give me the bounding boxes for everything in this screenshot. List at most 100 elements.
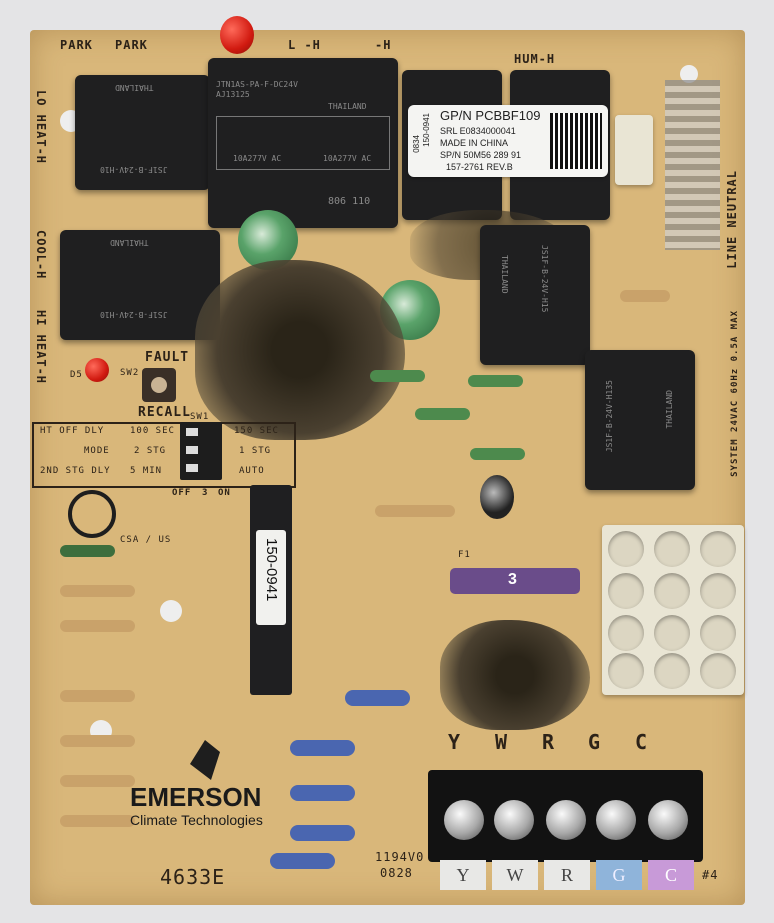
- terminal-tab-y: Y: [440, 860, 486, 890]
- fuse-ref: F1: [458, 550, 471, 560]
- connector-pin: [700, 531, 736, 567]
- burn-mark: [440, 620, 590, 730]
- emerson-logo-icon: [190, 740, 220, 780]
- relay-ignitor: JS1F-B-24V-H135 THAILAND: [585, 350, 695, 490]
- flammability-rating: 1194V0: [375, 850, 425, 864]
- connector-pin: [608, 531, 644, 567]
- dip-switch[interactable]: [180, 422, 222, 480]
- fault-led-ref: D5: [70, 370, 83, 380]
- resistor: [270, 853, 335, 869]
- relay-lo-heat: THAILAND JS1F-B-24V-H10: [75, 75, 210, 190]
- brand-division: Climate Technologies: [130, 812, 263, 828]
- terminal-silk-y: Y: [448, 730, 462, 754]
- connector-pin: [654, 531, 690, 567]
- dip-on-label: ON: [218, 488, 231, 498]
- screw-ref: #4: [702, 868, 719, 882]
- dip-toggle-2[interactable]: [186, 446, 198, 454]
- terminal-tab-r: R: [544, 860, 590, 890]
- fuse: 3: [450, 568, 580, 594]
- resistor: [345, 690, 410, 706]
- burn-mark: [195, 260, 405, 440]
- terminal-tab-w: W: [492, 860, 538, 890]
- terminal-screw-w[interactable]: [494, 800, 534, 840]
- recall-label: RECALL: [138, 405, 191, 420]
- dip-off-label: OFF: [172, 488, 192, 498]
- heat-sink: [665, 80, 720, 250]
- main-harness-connector: [602, 525, 744, 695]
- relay-cool: THAILAND JS1F-B-24V-H10: [60, 230, 220, 340]
- relay-inducer: THAILAND JS1F-B-24V-H15: [480, 225, 590, 365]
- terminal-screw-y[interactable]: [444, 800, 484, 840]
- mounting-hole: [680, 65, 698, 83]
- resistor: [290, 825, 355, 841]
- datamatrix-code: [550, 113, 602, 169]
- lo-h-label: L -H: [288, 38, 321, 52]
- thermostat-terminal-block: [428, 770, 703, 862]
- dip-switch-ref: SW1: [190, 412, 210, 422]
- relay-rating-box: [216, 116, 390, 170]
- board-part-number: 4633E: [160, 865, 226, 889]
- csa-us-label: CSA / US: [120, 535, 172, 545]
- dip-toggle-3[interactable]: [186, 464, 198, 472]
- hi-heat-label: HI HEAT-H: [34, 310, 48, 385]
- line-neutral-label: LINE NEUTRAL: [725, 170, 739, 269]
- terminal-screw-g[interactable]: [596, 800, 636, 840]
- terminal-tab-g: G: [596, 860, 642, 890]
- terminal-tabs: Y W R G C: [440, 860, 700, 890]
- terminal-silk-r: R: [542, 730, 556, 754]
- resistor: [468, 375, 523, 387]
- main-blower-relay: JTN1AS-PA-F-DC24V AJ13125 THAILAND 10A27…: [208, 58, 398, 228]
- terminal-screw-c[interactable]: [648, 800, 688, 840]
- csa-logo-icon: [68, 490, 116, 538]
- dip-toggle-1[interactable]: [186, 428, 198, 436]
- line-neutral-connector: [615, 115, 653, 185]
- capacitor: [480, 475, 514, 519]
- park-label: PARK: [115, 38, 148, 52]
- connector-pin: [608, 573, 644, 609]
- button-cap[interactable]: [151, 377, 167, 393]
- fault-recall-button[interactable]: [142, 368, 176, 402]
- system-rating: SYSTEM 24VAC 60Hz 0.5A MAX: [730, 310, 740, 477]
- resistor: [60, 690, 135, 702]
- brand-name: EMERSON: [130, 782, 262, 812]
- terminal-silk-w: W: [495, 730, 509, 754]
- part-number-label: 0834 150-0941 GP/N PCBBF109 SRL E0834000…: [408, 105, 608, 177]
- resistor: [370, 370, 425, 382]
- fault-led: [85, 358, 109, 382]
- circuit-board: PARK PARK L -H -H HUM-H LO HEAT-H COOL-H…: [30, 16, 745, 905]
- resistor: [60, 815, 135, 827]
- terminal-silk-g: G: [588, 730, 602, 754]
- switch-ref: SW2: [120, 368, 140, 378]
- hi-h-label: -H: [375, 38, 392, 52]
- connector-pin: [654, 573, 690, 609]
- resistor: [620, 290, 670, 302]
- terminal-screw-r[interactable]: [546, 800, 586, 840]
- terminal-silk-c: C: [635, 730, 649, 754]
- resistor: [290, 740, 355, 756]
- cool-label: COOL-H: [34, 230, 48, 280]
- mounting-hole: [160, 600, 182, 622]
- resistor: [375, 505, 455, 517]
- connector-pin: [700, 653, 736, 689]
- connector-pin: [608, 653, 644, 689]
- resistor: [60, 620, 135, 632]
- resistor: [60, 775, 135, 787]
- resistor: [290, 785, 355, 801]
- resistor: [60, 735, 135, 747]
- firmware-label: 150-0941: [256, 530, 286, 625]
- hum-h-label: HUM-H: [514, 52, 556, 66]
- resistor: [60, 585, 135, 597]
- connector-pin: [700, 615, 736, 651]
- lo-heat-label: LO HEAT-H: [34, 90, 48, 165]
- connector-pin: [608, 615, 644, 651]
- connector-pin: [654, 653, 690, 689]
- fault-label: FAULT: [145, 350, 190, 365]
- microcontroller-chip: 150-0941: [250, 485, 292, 695]
- terminal-tab-c: C: [648, 860, 694, 890]
- dip-position: 3: [202, 488, 209, 498]
- park-label: PARK: [60, 38, 93, 52]
- connector-pin: [700, 573, 736, 609]
- dip-switch-table: HT OFF DLY 100 SEC 150 SEC MODE 2 STG 1 …: [32, 422, 296, 488]
- power-led: [220, 16, 254, 54]
- resistor: [60, 545, 115, 557]
